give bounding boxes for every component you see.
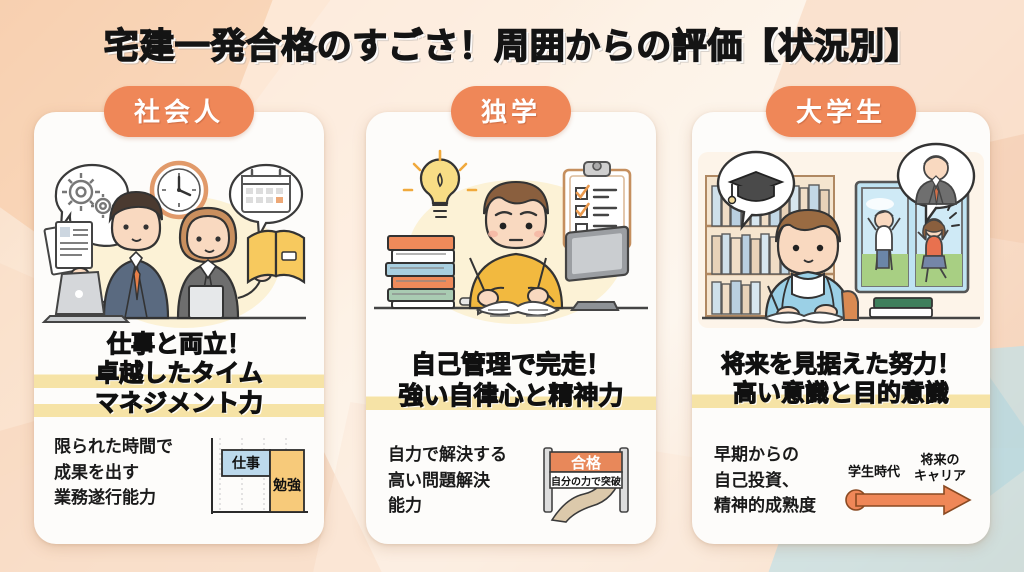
lightbulb-icon: [402, 149, 478, 218]
illustration-university-student: [692, 142, 990, 338]
arrow-label-start: 学生時代: [848, 464, 900, 479]
card-headline: 将来を見据えた努力！ 高い意識と目的意識: [692, 350, 990, 409]
footer-line: 能力: [388, 496, 422, 515]
footer-line: 高い問題解決: [388, 470, 490, 490]
pass-goal-gate-graphic: 合格 自分の力で突破: [530, 442, 642, 528]
graduation-cap-bubble: [716, 150, 796, 231]
card-footer: 限られた時間で 成果を出す 業務遂行能力 仕事 勉強: [34, 434, 324, 518]
headline-line: 仕事と両立！: [106, 330, 251, 358]
headline-line: 自己管理で完走！: [410, 350, 611, 379]
jumping-child: [867, 210, 901, 271]
documents-icon: [43, 221, 93, 276]
open-book-icon: [246, 229, 306, 285]
illustration-office-workers: [34, 142, 324, 338]
work-study-balance-chart: 仕事 勉強: [204, 434, 310, 518]
desk-books: [869, 297, 933, 318]
badge-university-student: 大学生: [765, 86, 917, 137]
headline-line: 将来を見据えた努力！: [720, 350, 961, 378]
chart-label-study: 勉強: [272, 477, 301, 493]
calendar-bubble: [228, 163, 304, 240]
card-group: 社会人: [0, 86, 1024, 552]
card-working-professional: 社会人: [34, 86, 324, 544]
footer-line: 早期からの: [714, 445, 799, 464]
card-footer: 早期からの 自己投資、 精神的成熟度 学生時代 将来の キャリア: [692, 442, 990, 526]
headline-line: 強い自律心と精神力: [366, 380, 656, 411]
footer-line: 限られた時間で: [54, 437, 173, 456]
arrow-label-end-line1: 将来の: [920, 452, 959, 467]
chart-label-work: 仕事: [231, 455, 260, 471]
arrow-label-end-line2: キャリア: [914, 468, 966, 483]
footer-text: 早期からの 自己投資、 精神的成熟度: [714, 442, 816, 519]
page-title: 宅建一発合格のすごさ！周囲からの評価【状況別】: [103, 26, 921, 67]
tablet-icon: [564, 225, 630, 311]
card-headline: 自己管理で完走！ 強い自律心と精神力: [366, 350, 656, 411]
book-stack-icon: [385, 235, 455, 309]
university-student-figure: [764, 208, 852, 322]
footer-line: 自己投資、: [714, 470, 799, 490]
badge-working-professional: 社会人: [103, 86, 255, 137]
card-headline: 仕事と両立！ 卓越したタイム マネジメント力: [34, 330, 324, 418]
card-self-study: 独学: [366, 86, 656, 544]
headline-line: 高い意識と目的意識: [692, 379, 990, 409]
footer-text: 自力で解決する 高い問題解決 能力: [388, 442, 507, 519]
card-university-student: 大学生: [692, 86, 990, 544]
gate-label-sub: 自分の力で突破: [551, 475, 621, 488]
headline-line: 卓越したタイム: [34, 359, 324, 389]
footer-line: 精神的成熟度: [714, 496, 816, 515]
businessman-figure: [70, 190, 170, 320]
cheering-child: [917, 203, 960, 283]
student-to-career-arrow: 学生時代 将来の キャリア: [840, 442, 976, 526]
gate-label-pass: 合格: [570, 454, 602, 472]
student-boy-figure: [468, 180, 564, 310]
wall-clock-icon: [149, 160, 209, 220]
footer-line: 成果を出す: [54, 462, 139, 482]
badge-self-study: 独学: [450, 86, 572, 137]
headline-line: マネジメント力: [34, 388, 324, 418]
notebook-icon: [475, 300, 560, 317]
card-footer: 自力で解決する 高い問題解決 能力 合格 自分の力で突破: [366, 442, 656, 528]
career-businessman-bubble: [896, 142, 976, 226]
illustration-self-study: [366, 142, 656, 338]
footer-line: 業務遂行能力: [54, 488, 156, 507]
footer-line: 自力で解決する: [388, 445, 507, 464]
footer-text: 限られた時間で 成果を出す 業務遂行能力: [54, 434, 173, 511]
laptop-icon: [41, 270, 131, 323]
